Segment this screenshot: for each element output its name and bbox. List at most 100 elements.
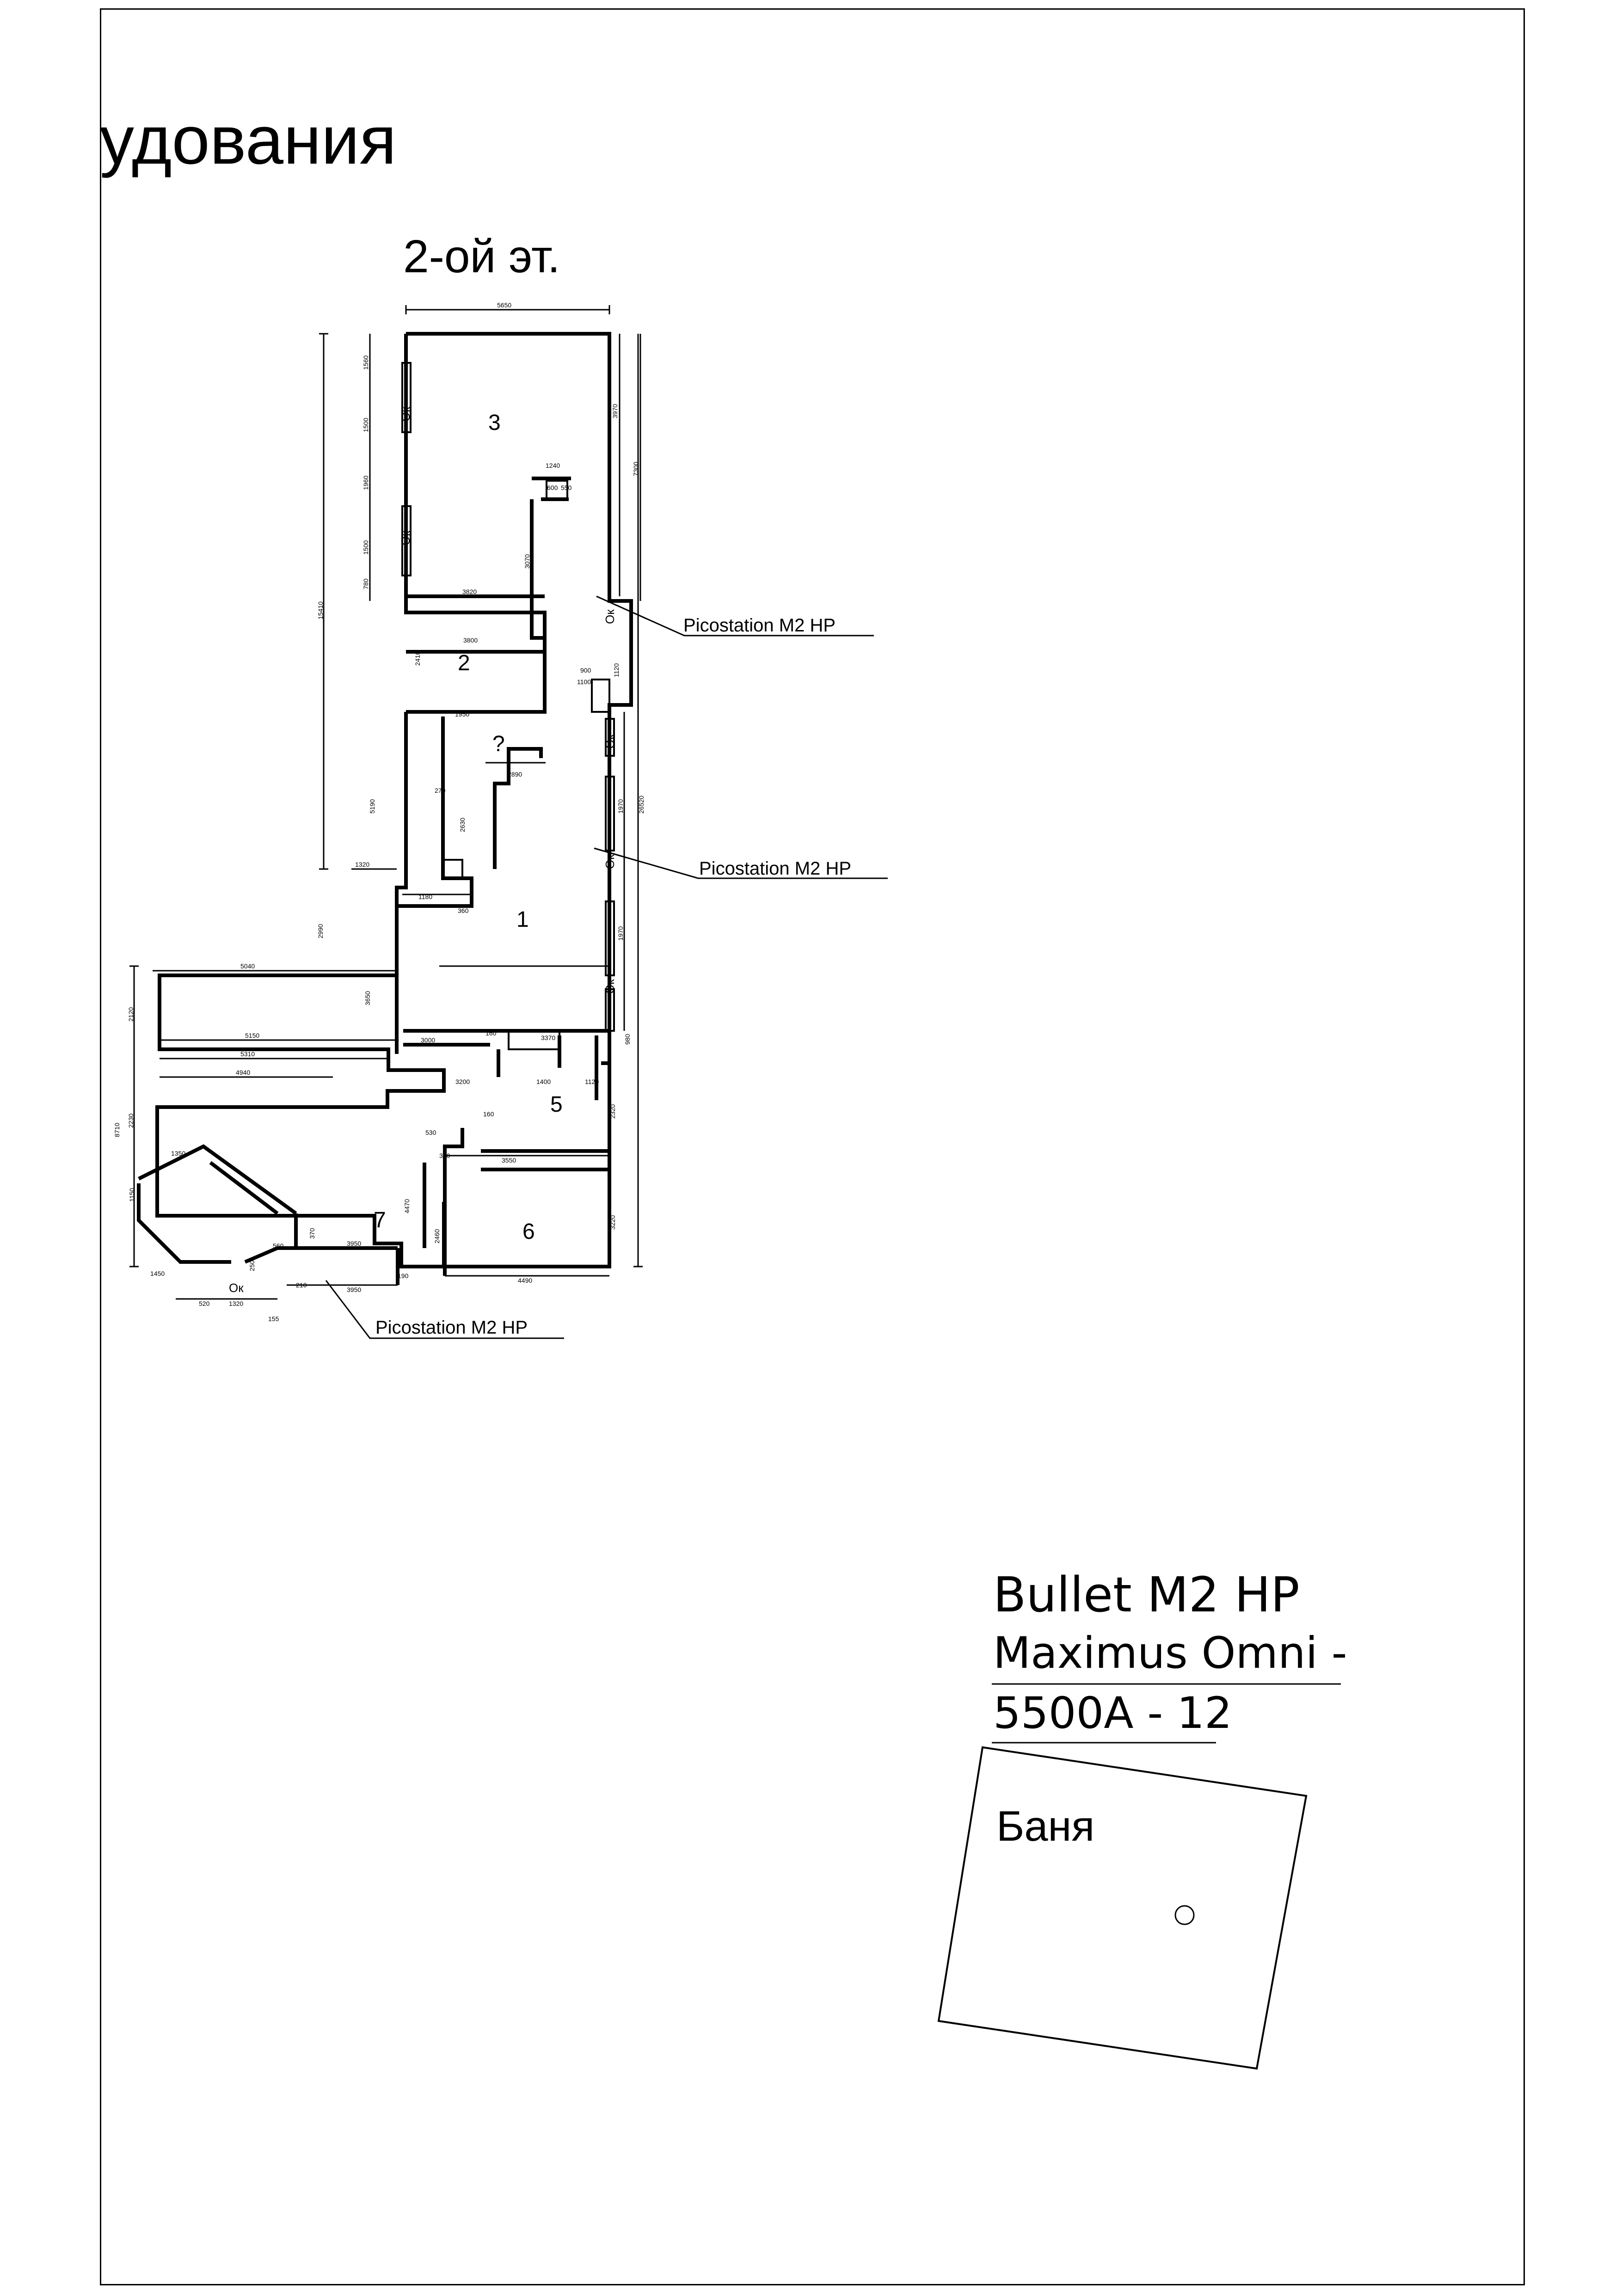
dimension-value: 4470 <box>403 1199 411 1213</box>
dimension-value: 3970 <box>611 404 619 418</box>
dimension-value: 5150 <box>245 1032 259 1039</box>
dimension-value: 3650 <box>364 991 371 1005</box>
dimension-value: 980 <box>624 1034 631 1045</box>
dimension-value: 2630 <box>459 818 466 832</box>
dimension-value: 3220 <box>609 1215 616 1230</box>
dimension-value: 2990 <box>317 924 324 938</box>
floor-label: 2-ой эт. <box>403 231 560 282</box>
dimension-value: 26520 <box>638 796 645 814</box>
banya-marker <box>1174 1905 1195 1925</box>
dimension-value: 4490 <box>518 1277 532 1284</box>
dimension-value: 1350 <box>171 1150 185 1157</box>
dimension-value: 900 <box>580 667 591 674</box>
ap-label: Picostation M2 HP <box>699 858 851 879</box>
dimension-value: 1120 <box>585 1078 599 1085</box>
dimension-value: 340 <box>439 1152 450 1159</box>
legend-device: Bullet M2 HP <box>993 1567 1300 1623</box>
dimension-value: 530 <box>425 1129 436 1136</box>
dimension-value: 1450 <box>150 1270 165 1277</box>
dimension-value: 210 <box>296 1281 307 1289</box>
drawing-frame <box>100 8 1525 2285</box>
dimension-values: 5650 1560 1500 1960 1500 780 3820 3970 7… <box>113 301 645 1322</box>
dimension-value: 2460 <box>433 1229 441 1243</box>
ap-labels: Picostation M2 HP Picostation M2 HP Pico… <box>375 615 851 1338</box>
dimension-value: 1950 <box>455 710 469 718</box>
dimension-value: 15410 <box>317 601 324 619</box>
dimension-value: 160 <box>485 1029 497 1037</box>
dimension-value: 2410 <box>414 651 421 666</box>
room-number: 2 <box>458 651 470 675</box>
room-number: 6 <box>522 1219 535 1244</box>
banya-label: Баня <box>996 1803 1095 1850</box>
dimension-value: 5310 <box>240 1050 255 1058</box>
window-mark: Ок <box>603 979 617 994</box>
dimension-value: 5190 <box>369 799 376 814</box>
dimension-value: 3950 <box>347 1286 361 1293</box>
room-number: 3 <box>488 410 501 435</box>
dimension-value: 155 <box>268 1315 279 1322</box>
dimension-value: 1320 <box>229 1300 243 1307</box>
window-mark: Ок <box>399 531 412 545</box>
dimension-value: 780 <box>362 578 369 589</box>
dimension-value: 2320 <box>609 1104 616 1119</box>
dimension-value: 1120 <box>613 663 620 677</box>
room-labels: 3 2 ? 1 5 6 7 <box>374 410 563 1244</box>
dimension-value: 360 <box>458 907 469 914</box>
dimension-value: 1970 <box>617 799 624 814</box>
dimension-value: 2120 <box>127 1007 135 1022</box>
dimension-value: 3000 <box>421 1036 435 1044</box>
outer-wall <box>155 332 633 1268</box>
dimension-value: 600 <box>547 484 558 491</box>
dimension-lines <box>129 305 643 1300</box>
dimension-value: 3070 <box>523 554 531 569</box>
dimension-value: 1560 <box>362 355 369 370</box>
window-mark: Ок <box>603 734 617 749</box>
room3-partition <box>406 477 571 640</box>
dimension-value: 1240 <box>546 462 560 469</box>
window-mark: Ок <box>399 407 412 422</box>
dimension-value: 1320 <box>355 861 369 868</box>
dimension-value: 1400 <box>536 1078 551 1085</box>
dimension-value: 550 <box>561 484 572 491</box>
dimension-value: 1960 <box>362 476 369 490</box>
dimension-value: 250 <box>248 1260 256 1271</box>
dimension-value: 160 <box>483 1110 494 1118</box>
dimension-value: 1100 <box>577 678 591 686</box>
dimension-value: 1150 <box>128 1188 135 1202</box>
room-number: 1 <box>516 907 529 932</box>
legend-antenna: Maximus Omni - <box>993 1628 1347 1678</box>
dimension-value: 1500 <box>362 418 369 432</box>
window-mark: Ок <box>603 854 617 869</box>
dimension-value: 270 <box>435 787 446 794</box>
dimension-value: 3200 <box>455 1078 470 1085</box>
ap-label: Picostation M2 HP <box>683 615 836 636</box>
dimension-value: 3950 <box>347 1240 361 1247</box>
window-marks: Ок Ок Ок Ок Ок Ок Ок <box>229 407 617 1295</box>
dimension-value: 1970 <box>617 926 624 941</box>
legend-antenna-model: 5500A - 12 <box>993 1688 1232 1739</box>
dimension-value: 7300 <box>632 462 639 476</box>
dimension-value: 190 <box>398 1272 409 1280</box>
window-mark: Ок <box>603 609 617 624</box>
ap-label: Picostation M2 HP <box>375 1317 528 1338</box>
room7-wall <box>137 1144 399 1285</box>
dimension-value: 3550 <box>502 1157 516 1164</box>
dimension-value: 560 <box>273 1242 284 1249</box>
banya-outline <box>937 1746 1308 2070</box>
window-mark: Ок <box>229 1281 244 1295</box>
dimension-value: 370 <box>308 1228 316 1239</box>
dimension-value: 2230 <box>127 1114 135 1128</box>
dimension-value: 4940 <box>236 1069 250 1076</box>
dimension-value: 3820 <box>462 588 477 595</box>
dimension-value: 1500 <box>362 540 369 555</box>
fixtures <box>401 362 615 1050</box>
inner-wall <box>395 650 609 1276</box>
dimension-value: 3800 <box>463 637 478 644</box>
walls <box>137 332 633 1285</box>
ap-arrows <box>325 595 888 1339</box>
dimension-value: 3370 <box>541 1034 555 1041</box>
dimension-value: 520 <box>199 1300 210 1307</box>
dimension-value: 8710 <box>113 1123 121 1137</box>
dimension-value: 5650 <box>497 301 511 309</box>
